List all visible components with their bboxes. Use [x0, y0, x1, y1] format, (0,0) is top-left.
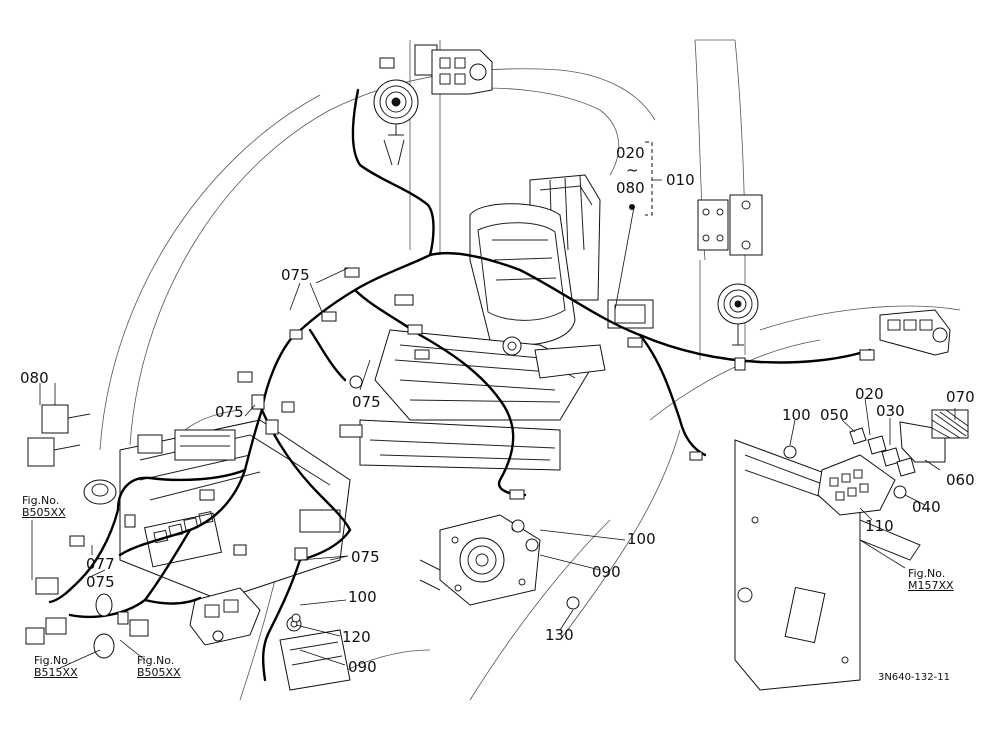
callout-bracket-010: [629, 141, 662, 216]
callout-070: 070: [946, 388, 975, 406]
valve-block: [419, 514, 541, 606]
callout-130: 130: [545, 626, 574, 644]
dashboard-area: [83, 419, 351, 601]
figure-ref-label: Fig.No.: [22, 494, 60, 507]
horn-top: [373, 79, 419, 166]
figure-ref-label: Fig.No.: [34, 654, 72, 667]
figure-ref-bottom-mid: Fig.No. B505XX: [137, 655, 181, 679]
figure-ref-code: B505XX: [22, 506, 66, 519]
work-light-top: [431, 49, 493, 95]
callout-090-b: 090: [348, 658, 377, 676]
operator-seat: [359, 174, 654, 471]
callout-080-top: 080: [616, 179, 645, 197]
callout-077: 077: [86, 555, 115, 573]
leader-lines: [31, 206, 956, 669]
figure-ref-code: M157XX: [908, 579, 954, 592]
relay-cluster-right: [291, 409, 969, 623]
callout-075-b: 075: [352, 393, 381, 411]
relay-box: [189, 587, 261, 646]
drawing-code: 3N640-132-11: [878, 672, 950, 683]
callout-075-c: 075: [215, 403, 244, 421]
figure-ref-code: B505XX: [137, 666, 181, 679]
callout-010: 010: [666, 171, 695, 189]
lower-bracket: [279, 616, 351, 691]
frame-brackets: [414, 44, 763, 256]
callout-030: 030: [876, 402, 905, 420]
horn-right: [717, 283, 759, 346]
figure-ref-left-mid: Fig.No. B505XX: [22, 495, 66, 519]
callout-075-e: 075: [86, 573, 115, 591]
callout-050: 050: [820, 406, 849, 424]
work-light-right: [879, 309, 951, 356]
callout-075-a: 075: [281, 266, 310, 284]
figure-ref-code: B515XX: [34, 666, 78, 679]
callout-120: 120: [342, 628, 371, 646]
figure-ref-right: Fig.No. M157XX: [908, 568, 954, 592]
callout-040: 040: [912, 498, 941, 516]
callout-080-left: 080: [20, 369, 49, 387]
figure-ref-label: Fig.No.: [908, 567, 946, 580]
left-loose-parts: [25, 404, 149, 659]
callout-100-b: 100: [627, 530, 656, 548]
callout-060: 060: [946, 471, 975, 489]
callout-100-c: 100: [348, 588, 377, 606]
callout-100-a: 100: [782, 406, 811, 424]
callout-020-top: 020: [616, 144, 645, 162]
callout-075-d: 075: [351, 548, 380, 566]
wiring-harness: [48, 88, 872, 682]
callout-090-a: 090: [592, 563, 621, 581]
figure-ref-bottom-left: Fig.No. B515XX: [34, 655, 78, 679]
figure-ref-label: Fig.No.: [137, 654, 175, 667]
callout-020-right: 020: [855, 385, 884, 403]
callout-tilde: ~: [626, 161, 639, 179]
callout-110: 110: [865, 517, 894, 535]
